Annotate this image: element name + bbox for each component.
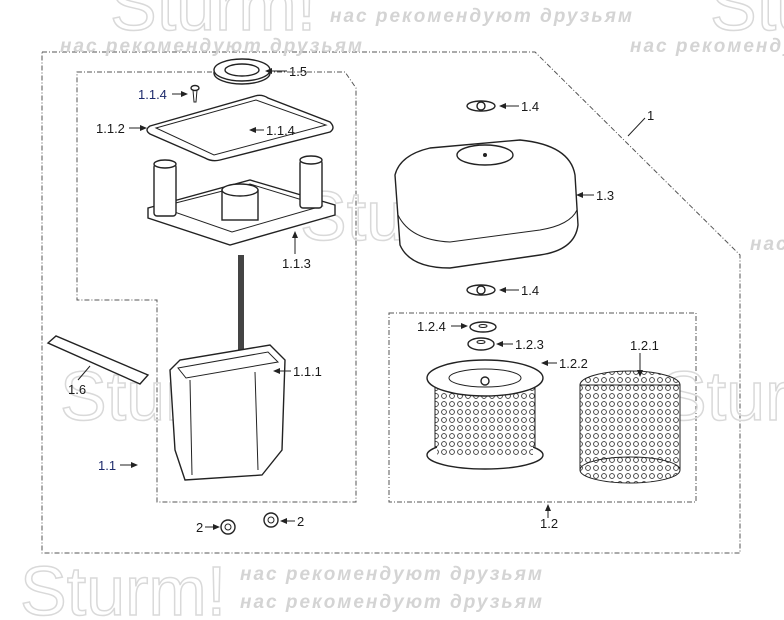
svg-text:нас рекомендуют друзьям: нас рекомендуют друзьям <box>240 564 544 585</box>
assembly-boundary <box>41 51 741 554</box>
breather-tube <box>46 335 150 385</box>
label-2: 2 <box>297 514 304 529</box>
filter-housing <box>169 344 286 481</box>
label-1-2-4: 1.2.4 <box>417 319 446 334</box>
svg-text:нас рекомендуют друзьям: нас рекомендуют друзьям <box>330 6 634 27</box>
label-1-2-1: 1.2.1 <box>630 338 659 353</box>
cover-gasket <box>146 94 334 162</box>
washer <box>467 321 497 351</box>
base-plate <box>147 155 336 246</box>
svg-text:нас рекомендуют друзьям: нас рекомендуют друзьям <box>60 36 364 57</box>
air-filter-cover <box>394 139 579 269</box>
label-1-5: 1.5 <box>289 64 307 79</box>
label-1-2-2: 1.2.2 <box>559 356 588 371</box>
svg-text:Sturm!: Sturm! <box>110 0 316 45</box>
part-labels: 1.5 1.1.4 1.1.2 1.1.4 1.1.3 1.4 1 1.3 1.… <box>68 64 659 535</box>
pre-filter <box>579 370 681 484</box>
paper-filter <box>426 359 544 470</box>
leader-lines <box>77 68 646 530</box>
watermark: Sturm! Sturm! Sturm! Sturm! Sturm! Sturm… <box>19 0 784 620</box>
label-1-1-4: 1.1.4 <box>138 87 167 102</box>
label-1-1: 1.1 <box>98 458 116 473</box>
svg-text:нас рекомендуют друзьям: нас рекомендуют друзьям <box>630 36 784 57</box>
svg-text:нас рекомендуют друзьям: нас рекомендуют друзьям <box>240 592 544 613</box>
wing-nut <box>466 100 496 296</box>
svg-text:Sturm!: Sturm! <box>710 0 784 45</box>
nut <box>220 512 279 535</box>
label-1-1-4: 1.1.4 <box>266 123 295 138</box>
gasket-ring <box>213 58 271 85</box>
svg-text:нас рекомендуют друзьям: нас рекомендуют друзьям <box>750 234 784 255</box>
label-1-1-2: 1.1.2 <box>96 121 125 136</box>
stud <box>238 255 244 355</box>
label-1-1-1: 1.1.1 <box>293 364 322 379</box>
label-1-2-3: 1.2.3 <box>515 337 544 352</box>
label-1-6: 1.6 <box>68 382 86 397</box>
label-1: 1 <box>647 108 654 123</box>
label-1-4: 1.4 <box>521 283 539 298</box>
label-1-4: 1.4 <box>521 99 539 114</box>
label-1-1-3: 1.1.3 <box>282 256 311 271</box>
label-2: 2 <box>196 520 203 535</box>
label-1-3: 1.3 <box>596 188 614 203</box>
group-1-2-boundary <box>388 312 697 503</box>
label-1-2: 1.2 <box>540 516 558 531</box>
svg-text:Sturm!: Sturm! <box>20 552 226 620</box>
group-1-1-boundary <box>76 71 357 503</box>
